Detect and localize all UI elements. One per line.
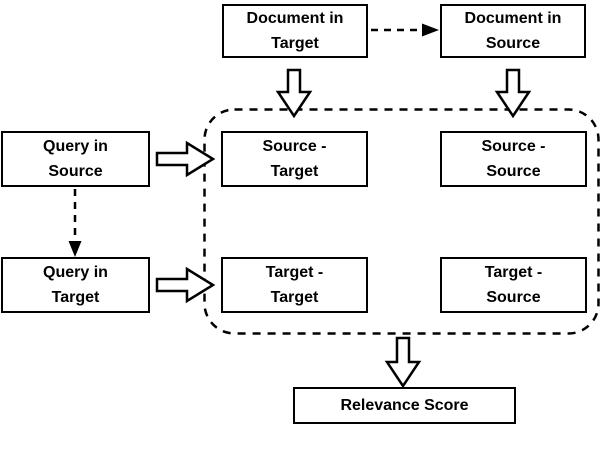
hollow-down-arrow-doc-target-icon: [275, 68, 313, 119]
node-query-in-target: Query in Target: [1, 257, 150, 313]
node-document-in-source-label: Document in Source: [464, 10, 562, 52]
node-source-target: Source - Target: [221, 131, 368, 187]
node-document-in-source: Document in Source: [440, 4, 586, 58]
node-source-target-label: Source - Target: [262, 138, 327, 180]
dashed-arrowhead-right-icon: [422, 23, 439, 37]
node-target-target: Target - Target: [221, 257, 368, 313]
hollow-down-arrow-relevance-icon: [384, 336, 422, 389]
hollow-right-arrow-query-source-icon: [155, 140, 216, 178]
node-target-source: Target - Source: [440, 257, 587, 313]
node-query-in-target-label: Query in Target: [43, 264, 108, 306]
node-relevance-score-label: Relevance Score: [340, 396, 469, 414]
node-document-in-target-label: Document in Target: [246, 10, 344, 52]
dashed-container-box: [203, 108, 600, 335]
hollow-down-arrow-doc-source-icon: [494, 68, 532, 119]
node-target-target-label: Target - Target: [265, 264, 324, 306]
node-query-in-source: Query in Source: [1, 131, 150, 187]
dashed-arrowhead-down-icon: [68, 241, 82, 257]
node-source-source: Source - Source: [440, 131, 587, 187]
hollow-right-arrow-query-target-icon: [155, 266, 216, 304]
node-query-in-source-label: Query in Source: [43, 138, 108, 180]
node-relevance-score: Relevance Score: [293, 387, 516, 424]
node-source-source-label: Source - Source: [481, 138, 546, 180]
node-target-source-label: Target - Source: [484, 264, 543, 306]
node-document-in-target: Document in Target: [222, 4, 368, 58]
